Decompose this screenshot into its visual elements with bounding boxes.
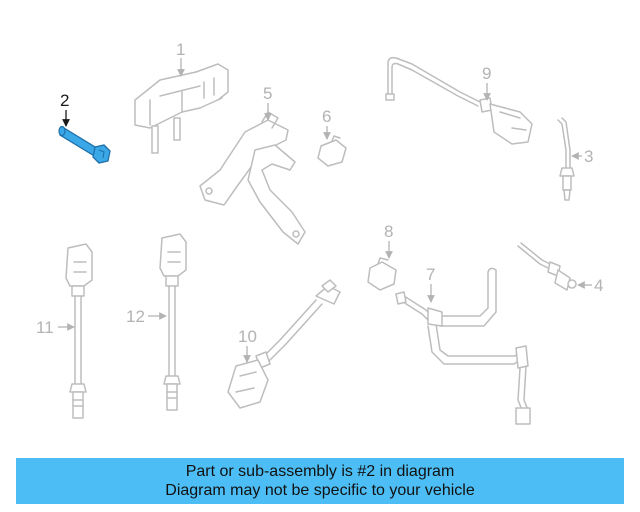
part-5-bracket[interactable] (199, 111, 306, 245)
part-12-sensor[interactable] (159, 233, 187, 411)
callout-6-label: 6 (322, 107, 331, 126)
callout-4-label: 4 (594, 276, 603, 295)
part-2-bolt[interactable] (58, 125, 111, 164)
part-6-clip[interactable] (317, 135, 347, 167)
callout-10-label: 10 (238, 327, 257, 346)
banner-line-2: Diagram may not be specific to your vehi… (165, 482, 475, 499)
part-8-clip[interactable] (367, 257, 397, 291)
part-9-temperature-sensor[interactable] (385, 56, 533, 145)
banner-line-1: Part or sub-assembly is #2 in diagram (185, 463, 455, 480)
callout-11-label: 11 (36, 318, 54, 337)
callout-3-label: 3 (584, 147, 593, 166)
parts-diagram: 2 1 5 6 9 (36, 40, 603, 425)
part-10-sensor[interactable] (227, 279, 341, 409)
part-1-pressure-sensor[interactable] (134, 63, 229, 154)
part-11-sensor[interactable] (65, 243, 93, 419)
callout-12-label: 12 (126, 307, 145, 326)
info-banner: Part or sub-assembly is #2 in diagram Di… (16, 458, 624, 504)
callout-7-label: 7 (426, 265, 435, 284)
callout-5-label: 5 (263, 84, 272, 103)
part-4-sensor-probe[interactable] (517, 242, 577, 291)
part-7-tube-assembly[interactable] (395, 267, 531, 425)
callout-9-label: 9 (482, 64, 491, 83)
callout-2-label: 2 (60, 91, 69, 110)
callout-8-label: 8 (384, 222, 393, 241)
part-3-sensor-probe[interactable] (557, 117, 575, 201)
callout-1-label: 1 (176, 40, 185, 59)
